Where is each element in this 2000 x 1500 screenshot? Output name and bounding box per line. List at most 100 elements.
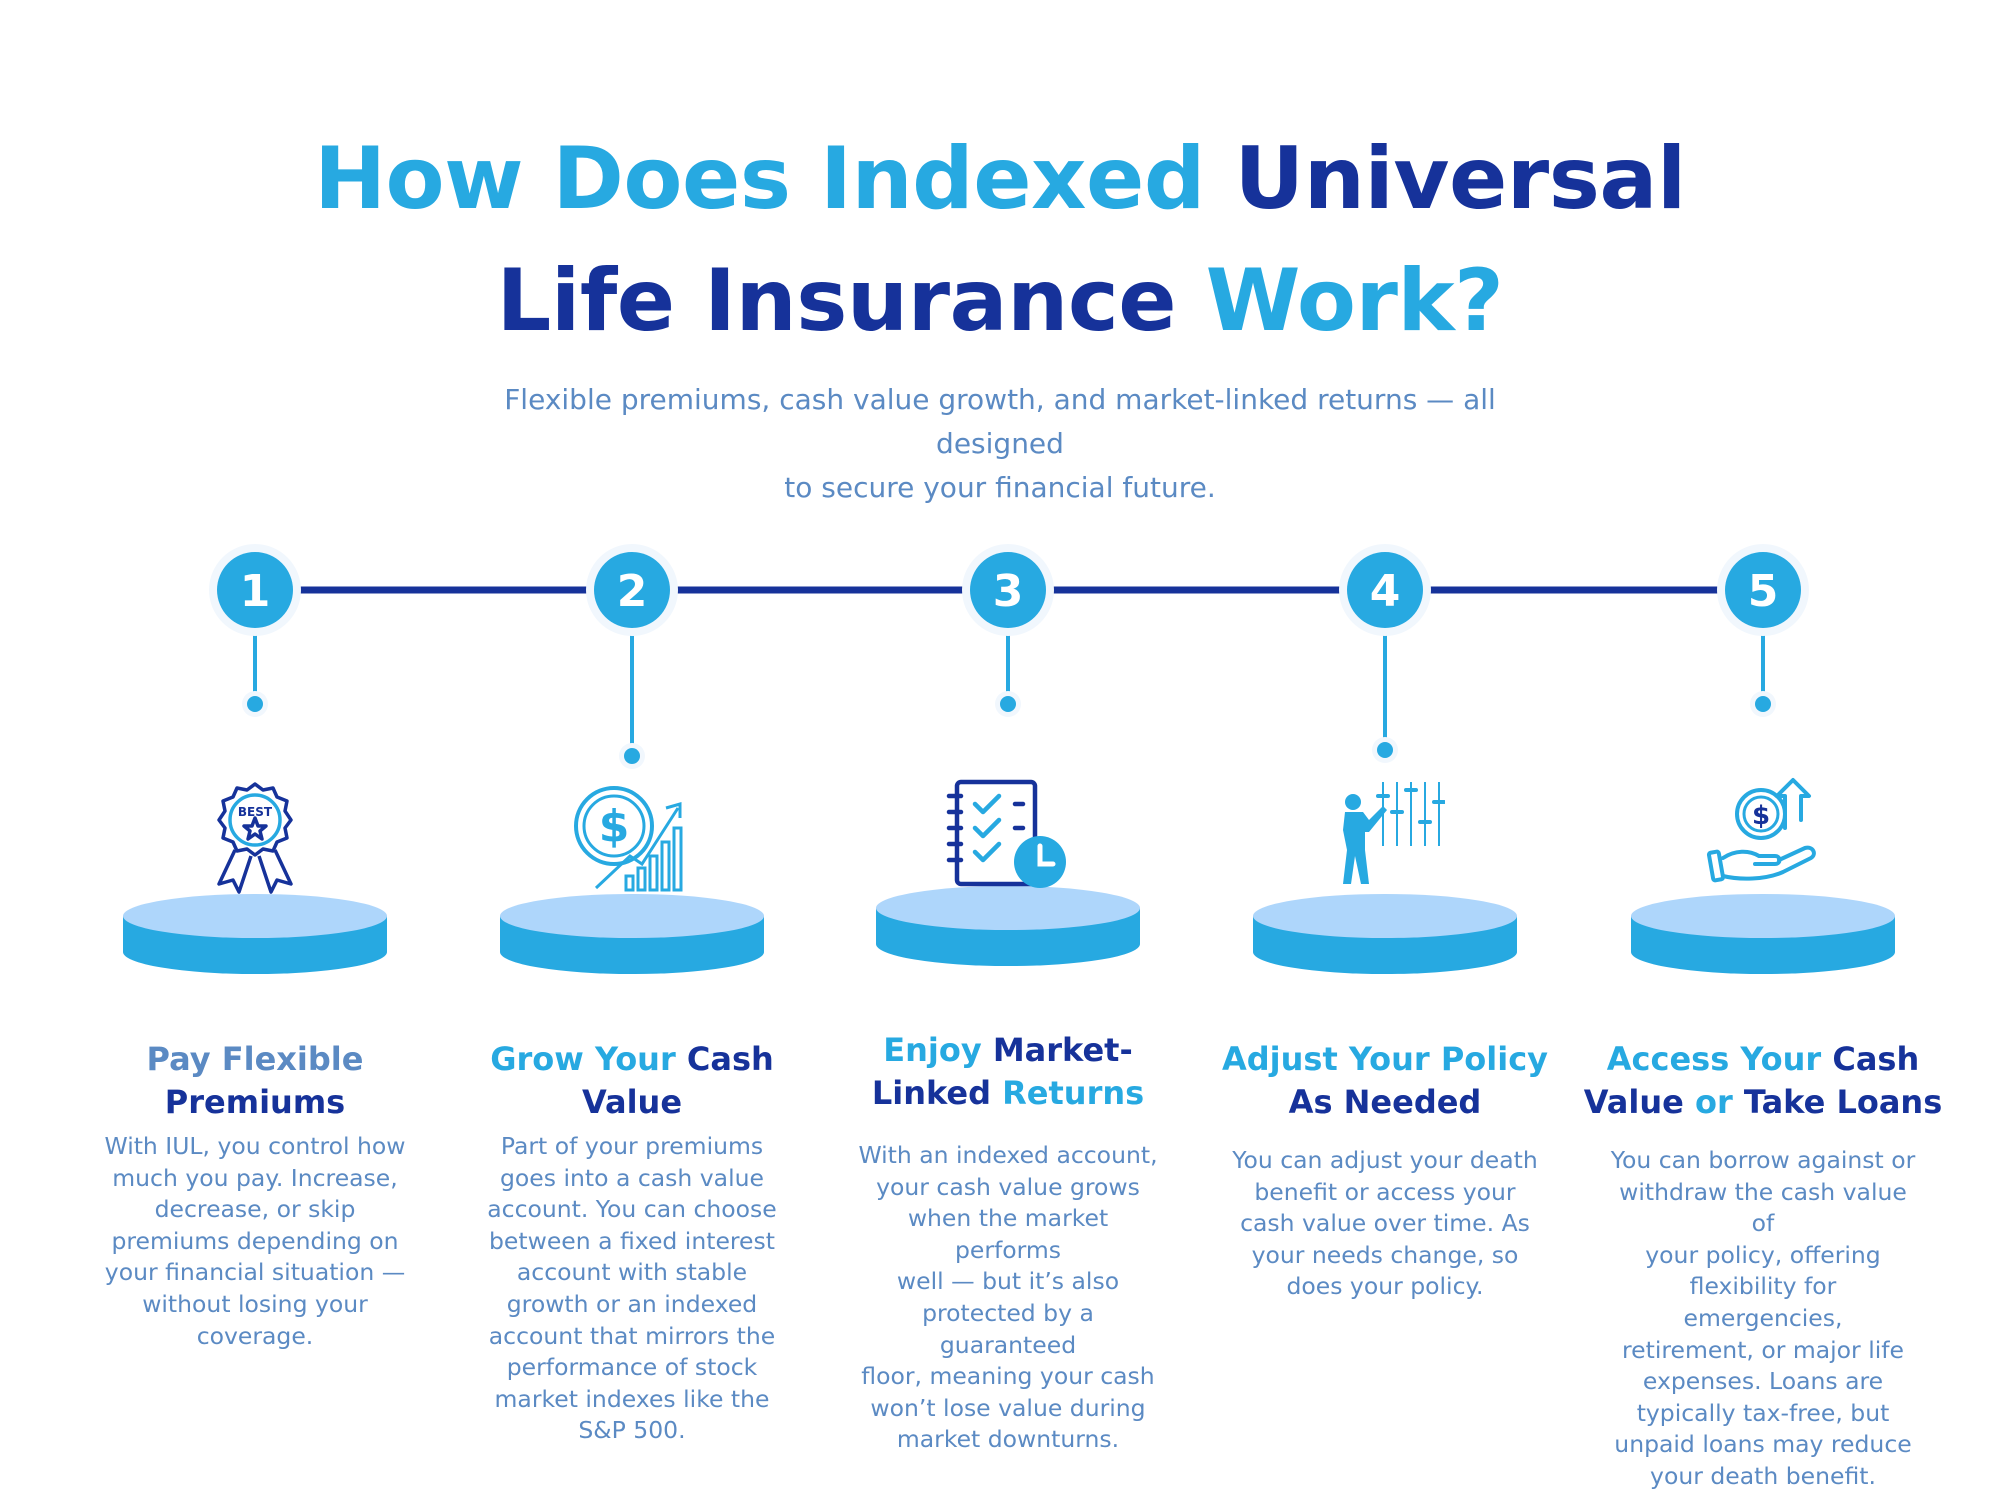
step-description-line: performance of stock: [506, 1353, 758, 1382]
title-line-1: How Does Indexed Universal: [314, 129, 1686, 229]
text-segment: Work?: [1205, 251, 1504, 351]
hand-dollar-coin-arrow-icon: $: [1706, 778, 1816, 883]
text-segment: Cash: [686, 1040, 774, 1078]
step-description-line: account. You can choose: [487, 1195, 777, 1224]
step-number-circle: [1347, 552, 1423, 628]
step-description-line: won’t lose value during: [870, 1393, 1146, 1422]
step-description-line: goes into a cash value: [500, 1163, 764, 1192]
step-description-line: market downturns.: [896, 1425, 1120, 1454]
step-description-line: Part of your premiums: [500, 1132, 764, 1160]
svg-text:$: $: [1752, 801, 1770, 831]
step-description-line: flexibility for emergencies,: [1683, 1272, 1843, 1332]
text-segment: Linked: [871, 1074, 1003, 1112]
step-description-line: unpaid loans may reduce: [1614, 1430, 1912, 1459]
text-segment: Value: [1583, 1083, 1695, 1121]
step-description-line: your policy, offering: [1645, 1240, 1881, 1269]
dollar-growth-chart-icon: $: [574, 786, 683, 892]
step-description-line: your death benefit.: [1650, 1461, 1876, 1490]
text-segment: Grow Your: [490, 1040, 687, 1078]
text-segment: Enjoy: [883, 1031, 993, 1069]
page-title: How Does Indexed Universal Life Insuranc…: [0, 118, 2000, 362]
step-description-line: With IUL, you control how: [104, 1132, 406, 1160]
text-segment: Cash: [1832, 1040, 1920, 1078]
step-description: You can borrow against or withdraw the ca…: [1608, 1145, 1918, 1493]
step-description: Part of your premiums goes into a cash va…: [477, 1131, 787, 1447]
text-segment: Universal: [1234, 129, 1686, 229]
text-segment: Adjust Your Policy: [1221, 1040, 1549, 1078]
step-description-line: well — but it’s also: [896, 1267, 1120, 1296]
step-description-line: market indexes like the: [494, 1384, 770, 1413]
step-description-line: account that mirrors the: [488, 1321, 776, 1350]
step-description-line: You can adjust your death: [1232, 1146, 1538, 1174]
title-line-2: Life Insurance Work?: [497, 251, 1504, 351]
step-description-line: without losing your: [142, 1289, 368, 1318]
step-description-line: typically tax-free, but: [1636, 1398, 1890, 1427]
platform-top: [500, 894, 764, 938]
text-segment: Premiums: [164, 1083, 346, 1121]
step-description-line: your needs change, so: [1251, 1240, 1519, 1269]
text-segment: Take Loans: [1743, 1083, 1943, 1121]
text-segment: Value: [581, 1083, 683, 1121]
step-description-line: expenses. Loans are: [1642, 1367, 1884, 1396]
text-segment: As Needed: [1288, 1083, 1482, 1121]
step-description-line: your financial situation —: [104, 1258, 406, 1287]
step-description-line: much you pay. Increase,: [112, 1163, 398, 1192]
text-segment: Access Your: [1606, 1040, 1833, 1078]
step-description-line: S&P 500.: [578, 1416, 686, 1445]
step-description-line: retirement, or major life: [1622, 1335, 1904, 1364]
page-subtitle: Flexible premiums, cash value growth, an…: [440, 378, 1560, 510]
checklist-clock-icon: [946, 779, 1066, 888]
step-description-line: floor, meaning your cash: [861, 1362, 1155, 1391]
platform-top: [876, 886, 1140, 930]
stem-dot: [624, 748, 640, 764]
text-segment: How Does Indexed: [314, 129, 1235, 229]
step-description-line: decrease, or skip: [154, 1195, 356, 1224]
step-description-line: between a fixed interest: [489, 1226, 775, 1255]
step-number-circle: [1725, 552, 1801, 628]
stem-dot: [1000, 696, 1016, 712]
best-award-ribbon-icon: BEST: [217, 782, 293, 894]
step-description-line: account with stable: [516, 1258, 748, 1287]
stem-dot: [1377, 742, 1393, 758]
step-title: Adjust Your Policy As Needed: [1205, 1038, 1565, 1124]
step-description: You can adjust your death benefit or acce…: [1230, 1145, 1540, 1303]
step-title: Enjoy Market- Linked Returns: [828, 1029, 1188, 1115]
step-description-line: premiums depending on: [111, 1226, 399, 1255]
step-description-line: benefit or access your: [1254, 1177, 1516, 1206]
svg-text:$: $: [599, 801, 630, 852]
step-description-line: coverage.: [196, 1321, 314, 1350]
text-segment: Market-: [992, 1031, 1133, 1069]
step-number: 3: [993, 566, 1024, 617]
step-description-line: withdraw the cash value of: [1619, 1177, 1907, 1238]
step-number: 1: [240, 566, 271, 617]
step-description-line: protected by a guaranteed: [922, 1298, 1094, 1359]
text-segment: Life Insurance: [496, 251, 1206, 351]
platform-top: [1631, 894, 1895, 938]
step-number-circle: [217, 552, 293, 628]
step-number: 2: [617, 566, 648, 617]
step-description-line: your cash value grows: [876, 1172, 1140, 1201]
step-number: 5: [1748, 566, 1779, 617]
step-number-circle: [970, 552, 1046, 628]
person-adjusting-sliders-icon: [1343, 782, 1445, 884]
step-number-circle: [594, 552, 670, 628]
stem-dot: [247, 696, 263, 712]
text-segment: or: [1694, 1083, 1744, 1121]
step-description-line: You can borrow against or: [1610, 1146, 1916, 1174]
best-badge-text: BEST: [238, 805, 273, 819]
step-description-line: With an indexed account,: [858, 1141, 1158, 1169]
stem-dot: [1755, 696, 1771, 712]
step-description-line: when the market performs: [907, 1204, 1109, 1264]
step-number: 4: [1370, 566, 1401, 617]
platform-top: [123, 894, 387, 938]
text-segment: Pay Flexible: [146, 1040, 364, 1078]
subtitle-line-2: to secure your financial future.: [784, 471, 1216, 504]
subtitle-line-1: Flexible premiums, cash value growth, an…: [504, 383, 1496, 460]
text-segment: Returns: [1002, 1074, 1145, 1112]
step-description: With IUL, you control how much you pay. I…: [100, 1131, 410, 1352]
